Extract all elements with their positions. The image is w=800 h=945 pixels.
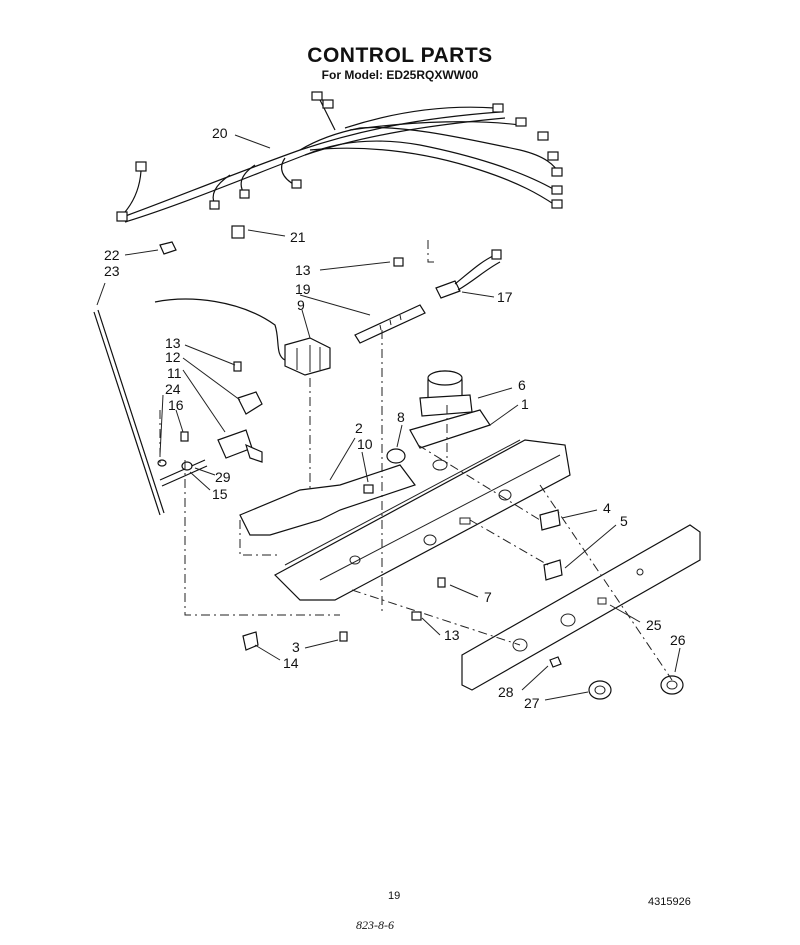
callout-14: 14: [283, 655, 299, 671]
callout-1: 1: [521, 396, 529, 412]
callout-8: 8: [397, 409, 405, 425]
callout-15: 15: [212, 486, 228, 502]
callout-9: 9: [297, 297, 305, 313]
grommet: [386, 448, 406, 464]
sensor-tube: [354, 304, 426, 344]
callout-19: 19: [295, 281, 311, 297]
page-title: CONTROL PARTS: [307, 44, 493, 67]
callout-2: 2: [355, 420, 363, 436]
callout-5: 5: [620, 513, 628, 529]
face-panel: [461, 524, 701, 691]
knob-left: [588, 680, 612, 700]
wire-harness: [116, 91, 563, 223]
callout-28: 28: [498, 684, 514, 700]
callout-10: 10: [357, 436, 373, 452]
callout-13-mid: 13: [165, 335, 181, 351]
mounting-bracket: [237, 391, 263, 415]
connector-clip: [231, 225, 245, 239]
callout-13-bottom: 13: [444, 627, 460, 643]
callout-23: 23: [104, 263, 120, 279]
rocker-switch-lower: [543, 559, 563, 581]
callout-26: 26: [670, 632, 686, 648]
model-subtitle: For Model: ED25RQXWW00: [321, 68, 479, 82]
control-bracket: [239, 464, 416, 536]
callout-16: 16: [168, 397, 184, 413]
callout-3: 3: [292, 639, 300, 655]
lever-pivot: [181, 461, 193, 471]
control-rod: [93, 309, 165, 516]
callout-29: 29: [215, 469, 231, 485]
document-number: 4315926: [648, 896, 691, 908]
lamp-socket: [435, 249, 502, 299]
callout-27: 27: [524, 695, 540, 711]
handwritten-note: 823-8-6: [356, 918, 394, 932]
page-number: 19: [388, 890, 401, 902]
callout-7: 7: [484, 589, 492, 605]
knob-right: [660, 675, 684, 695]
callout-12: 12: [165, 349, 181, 365]
callout-22: 22: [104, 247, 120, 263]
leader-lines: [96, 134, 681, 701]
bracket-clip: [159, 241, 177, 255]
callout-21: 21: [290, 229, 306, 245]
callout-11: 11: [167, 365, 182, 381]
thermostat: [419, 370, 473, 417]
control-shaft: [217, 429, 263, 463]
callout-25: 25: [646, 617, 662, 633]
callout-24: 24: [165, 381, 181, 397]
callout-6: 6: [518, 377, 526, 393]
retaining-clip: [242, 631, 259, 651]
callout-labels: 20 21 22 23 13 19 17 9 13 12 11 24 16 6 …: [104, 125, 686, 711]
rocker-switch-upper: [539, 509, 561, 531]
callout-20: 20: [212, 125, 228, 141]
callout-17: 17: [497, 289, 513, 305]
knob-insert: [549, 656, 562, 668]
callout-4: 4: [603, 500, 611, 516]
callout-13-top: 13: [295, 262, 311, 278]
